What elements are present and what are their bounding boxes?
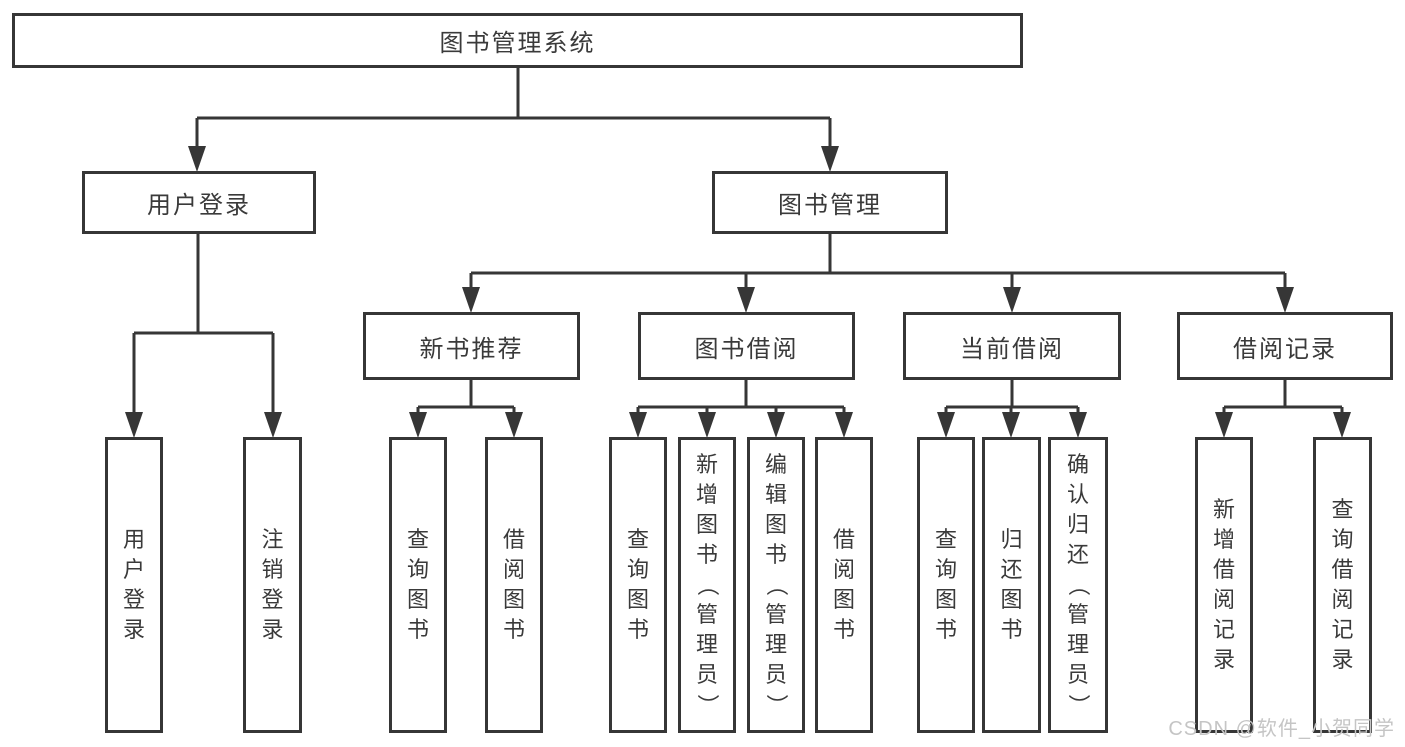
leaf-recommend-search-book: 查询图书	[389, 437, 447, 733]
arrowheads	[125, 146, 1351, 438]
leaf-logout: 注销登录	[243, 437, 302, 733]
leaf-add-book-admin: 新增图书（管理员）	[678, 437, 736, 733]
leaf-edit-book-admin: 编辑图书（管理员）	[747, 437, 805, 733]
node-current-borrow: 当前借阅	[903, 312, 1121, 380]
leaf-return-book: 归还图书	[982, 437, 1041, 733]
leaf-current-search-book: 查询图书	[917, 437, 975, 733]
leaf-borrow-search-book: 查询图书	[609, 437, 667, 733]
node-new-book-recommend: 新书推荐	[363, 312, 580, 380]
tree-edges	[132, 68, 1344, 418]
leaf-recommend-borrow-book: 借阅图书	[485, 437, 543, 733]
node-root: 图书管理系统	[12, 13, 1023, 68]
node-book-management: 图书管理	[712, 171, 948, 234]
node-book-borrow: 图书借阅	[638, 312, 855, 380]
leaf-confirm-return-admin: 确认归还（管理员）	[1048, 437, 1108, 733]
leaf-search-borrow-record: 查询借阅记录	[1313, 437, 1372, 733]
leaf-borrow-book: 借阅图书	[815, 437, 873, 733]
leaf-user-login: 用户登录	[105, 437, 163, 733]
node-borrow-records: 借阅记录	[1177, 312, 1393, 380]
watermark: CSDN @软件_小贺同学	[1168, 718, 1395, 740]
leaf-add-borrow-record: 新增借阅记录	[1195, 437, 1253, 733]
node-user-login: 用户登录	[82, 171, 316, 234]
